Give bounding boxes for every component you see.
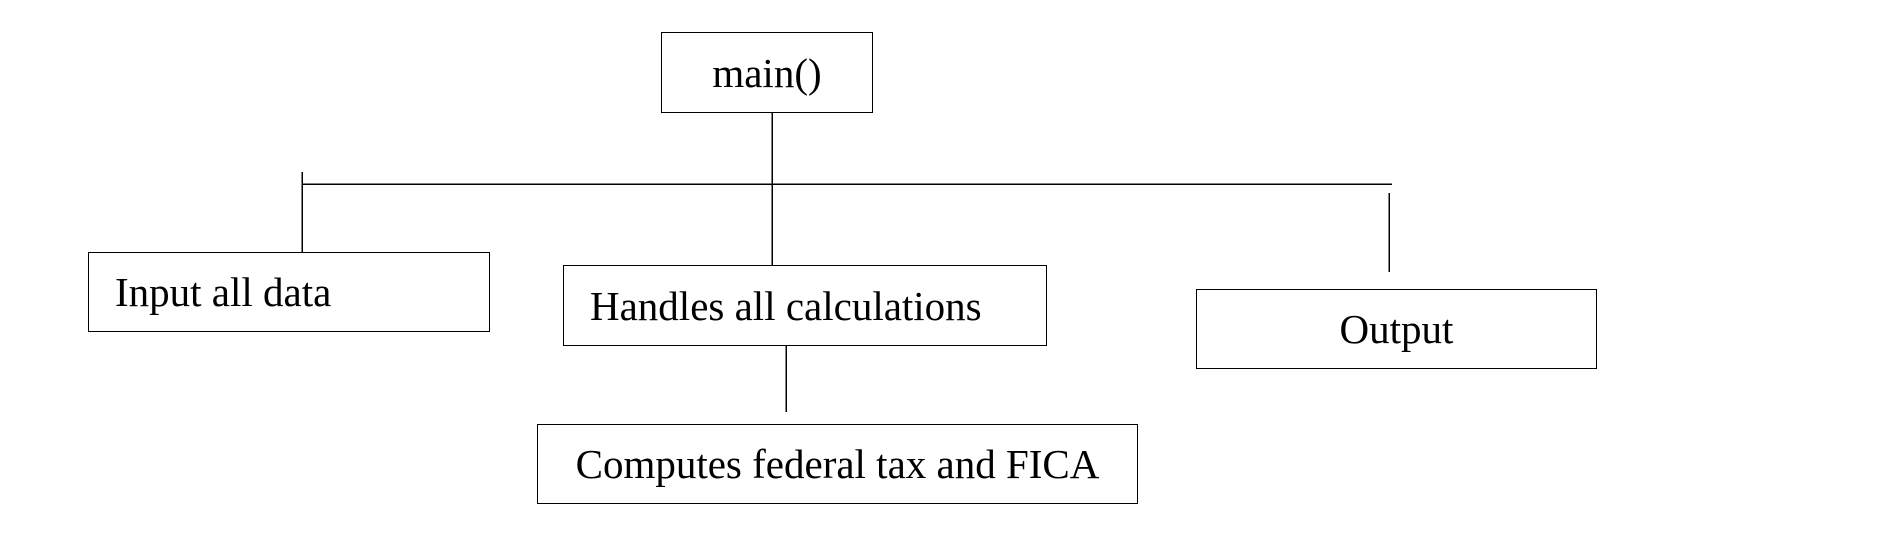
output-label: Output xyxy=(1339,306,1454,352)
main-function-box: main() xyxy=(661,32,873,113)
output-box: Output xyxy=(1196,289,1597,369)
federal-tax-fica-box: Computes federal tax and FICA xyxy=(537,424,1138,504)
main-function-label: main() xyxy=(712,49,822,96)
input-data-label: Input all data xyxy=(115,269,332,315)
calculations-label: Handles all calculations xyxy=(590,282,982,329)
federal-tax-fica-label: Computes federal tax and FICA xyxy=(575,441,1100,487)
input-data-box: Input all data xyxy=(88,252,490,332)
calculations-box: Handles all calculations xyxy=(563,265,1047,346)
